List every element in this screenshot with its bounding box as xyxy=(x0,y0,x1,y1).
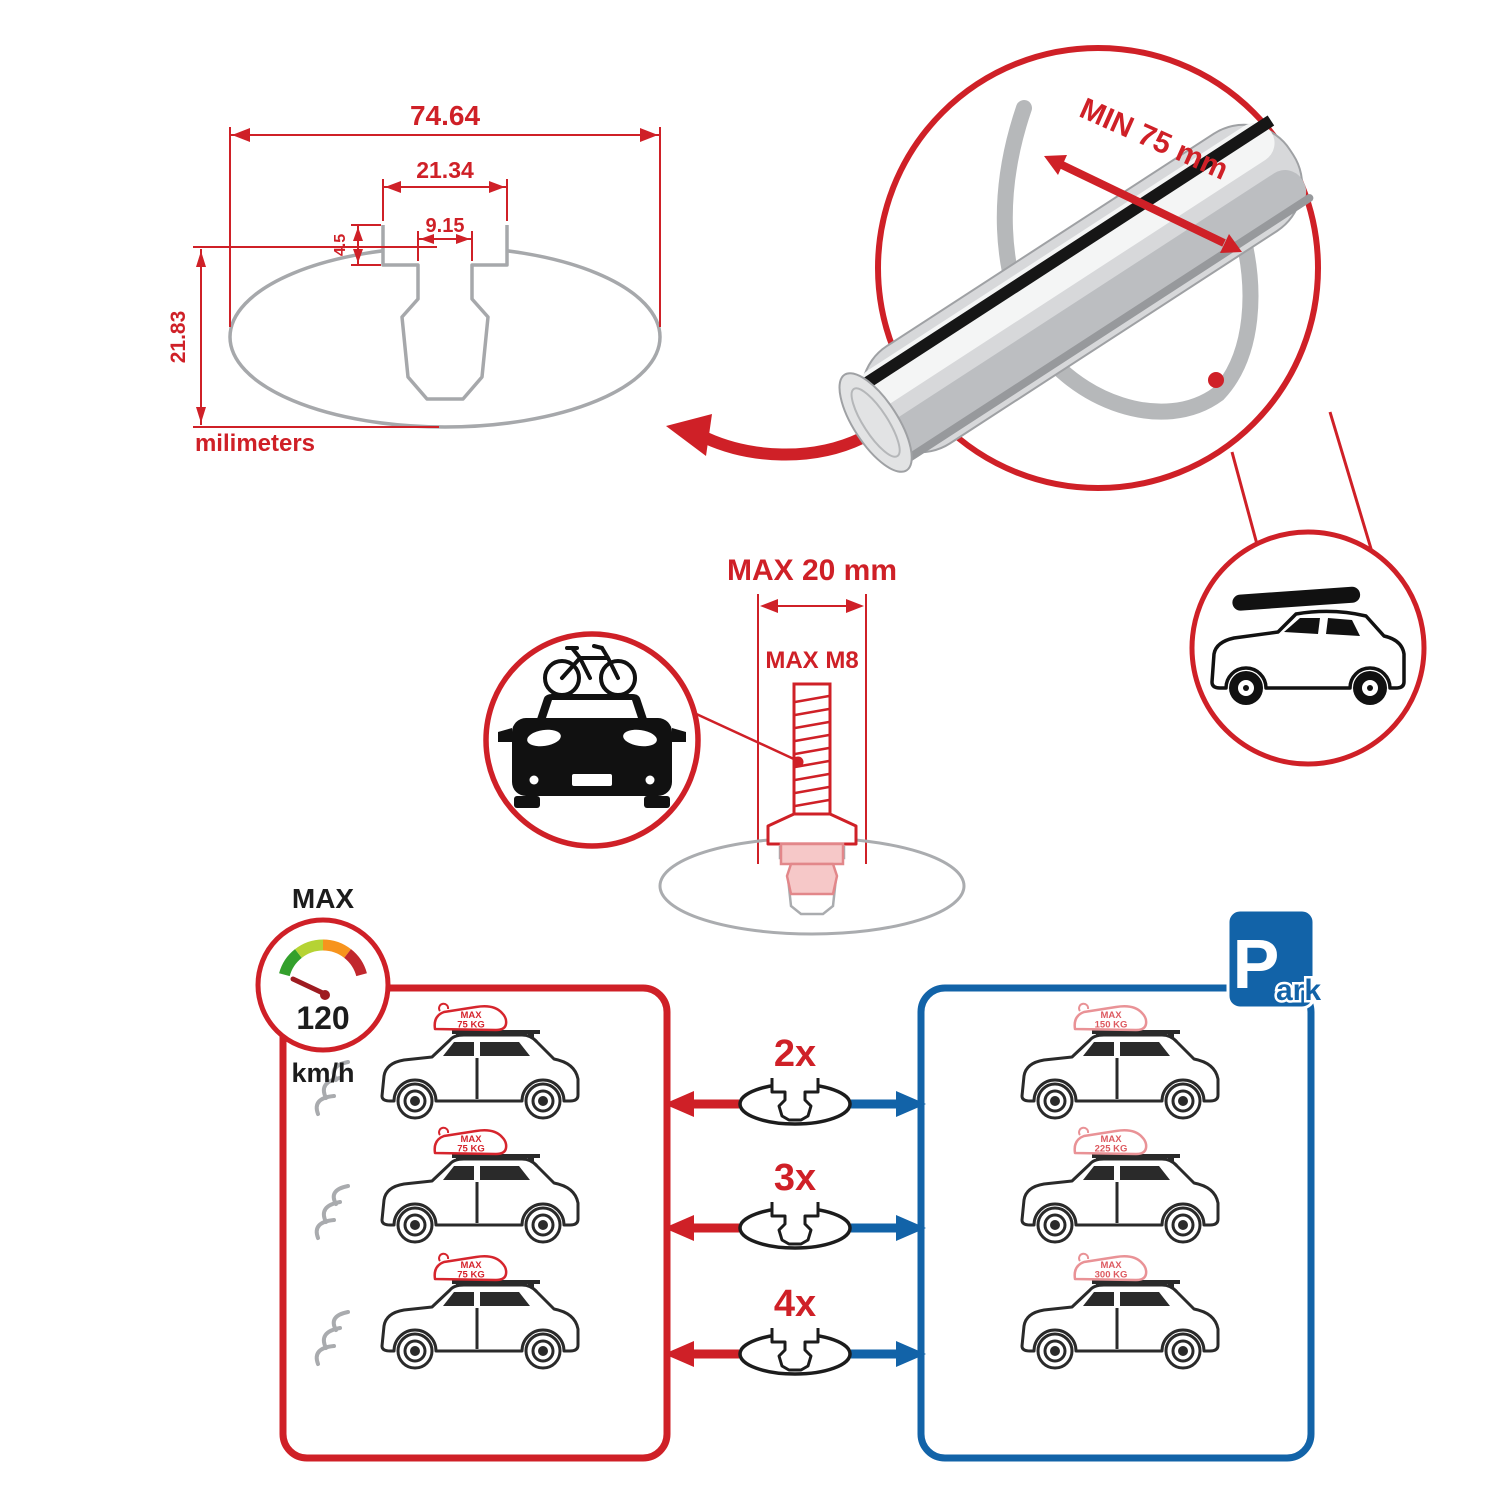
roofbox-car-circle xyxy=(1189,529,1427,767)
badge-max-label: MAX xyxy=(1100,1260,1122,1271)
dim-total-width-label: 74.64 xyxy=(410,100,480,131)
badge-max-label: MAX xyxy=(1100,1010,1122,1021)
quantity-label: 2x xyxy=(774,1033,816,1075)
t-slot-outline xyxy=(381,225,509,401)
dimension-total-width: 74.64 xyxy=(229,100,661,327)
rubber-channel-strip xyxy=(848,115,1275,398)
badge-load-label: 225 KG xyxy=(1095,1144,1128,1155)
load-badge: MAX 300 KG xyxy=(1073,1252,1148,1282)
load-badge: MAX 225 KG xyxy=(1073,1126,1148,1156)
units-label: milimeters xyxy=(195,430,315,457)
dimension-total-height: 21.83 xyxy=(167,246,439,428)
max-thread-label: MAX M8 xyxy=(765,647,858,674)
load-badge: MAX 150 KG xyxy=(1073,1002,1148,1032)
dim-slot-outer-label: 21.34 xyxy=(416,157,474,183)
t-slot-mask xyxy=(383,225,507,399)
load-badge: MAX 75 KG xyxy=(433,1252,508,1282)
badge-load-label: 300 KG xyxy=(1095,1270,1128,1281)
bolt-leader-line xyxy=(691,710,797,762)
cross-section-drawing: 74.64 21.34 9.15 4.5 21.83 xyxy=(167,100,662,457)
callout-arrow xyxy=(666,414,868,461)
crossbar-section-icon xyxy=(738,1326,852,1376)
badge-max-label: MAX xyxy=(460,1260,482,1271)
load-badge: MAX 75 KG xyxy=(433,1002,508,1032)
quantity-row: 2x xyxy=(664,1033,926,1126)
speed-value: 120 xyxy=(296,1000,349,1036)
gauge-circle xyxy=(255,917,391,1053)
bar-end-cap xyxy=(838,372,913,473)
badge-load-label: 75 KG xyxy=(457,1020,484,1031)
driving-cars: MAX 75 KG MAX 75 KG MAX 75 KG xyxy=(314,1002,580,1370)
car-front-with-bike-icon xyxy=(498,644,686,808)
park-sign: P ark xyxy=(1226,908,1324,1010)
bar-detail-circle: MIN 75 mm xyxy=(838,45,1374,553)
quantity-rows: 2x 3x 4x xyxy=(664,1033,926,1376)
crossbar-section-icon xyxy=(738,1076,852,1126)
speed-max-label: MAX xyxy=(292,883,355,914)
bolt-callout: MAX 20 mm MAX M8 xyxy=(658,554,966,936)
aluminum-crossbar xyxy=(838,115,1314,473)
dimension-slot-inner: 9.15 xyxy=(417,215,473,261)
dim-total-height-label: 21.83 xyxy=(167,311,190,364)
dimension-step-depth: 4.5 xyxy=(332,224,381,266)
badge-load-label: 150 KG xyxy=(1095,1020,1128,1031)
parking-cars: MAX 150 KG MAX 225 KG MAX 300 KG xyxy=(1020,1002,1220,1370)
quantity-row: 3x xyxy=(664,1157,926,1250)
park-letter: P xyxy=(1233,925,1280,1003)
max-length-label: MAX 20 mm xyxy=(727,554,897,587)
quantity-label: 4x xyxy=(774,1283,816,1325)
mounting-strap xyxy=(996,100,1259,420)
dim-step-depth-label: 4.5 xyxy=(332,234,349,256)
load-badge: MAX 75 KG xyxy=(433,1126,508,1156)
strap-pointer-dot xyxy=(1208,372,1224,388)
speed-units-label: km/h xyxy=(291,1058,354,1088)
park-sign-plate xyxy=(1226,908,1316,1010)
quantity-row: 4x xyxy=(664,1283,926,1376)
badge-max-label: MAX xyxy=(1100,1134,1122,1145)
badge-max-label: MAX xyxy=(460,1134,482,1145)
gauge-dial-icon: 120 xyxy=(279,939,367,1036)
bike-car-circle xyxy=(483,631,701,849)
badge-max-label: MAX xyxy=(460,1010,482,1021)
quantity-label: 3x xyxy=(774,1157,816,1199)
badge-load-label: 75 KG xyxy=(457,1144,484,1155)
badge-load-label: 75 KG xyxy=(457,1270,484,1281)
t-bolt-icon xyxy=(766,682,858,896)
suv-with-roofbox-icon xyxy=(1210,586,1406,705)
circle-connector-lines xyxy=(1230,411,1374,553)
dim-slot-inner-label: 9.15 xyxy=(426,215,465,237)
crossbar-section-icon xyxy=(738,1200,852,1250)
dimension-slot-outer: 21.34 xyxy=(382,157,508,221)
bolt-pointer-dot xyxy=(792,756,804,768)
park-suffix: ark xyxy=(1276,974,1321,1007)
speed-limit-gauge: MAX 120 km/h xyxy=(255,883,391,1088)
